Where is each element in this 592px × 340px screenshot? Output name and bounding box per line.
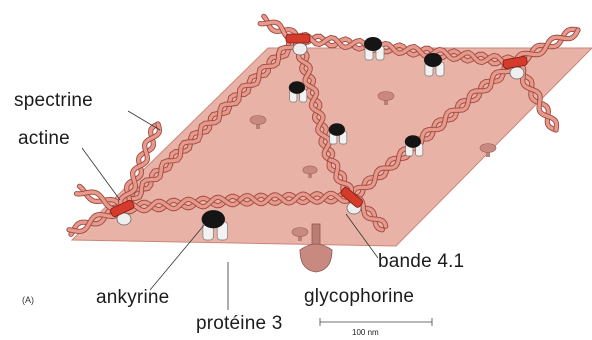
actin-filament xyxy=(286,34,310,43)
label-actine: actine xyxy=(18,129,70,148)
ankyrin-protein xyxy=(405,135,421,148)
ankyrin-protein xyxy=(202,210,225,228)
leader-spectrine xyxy=(128,111,160,130)
panel-letter: (A) xyxy=(22,296,34,305)
band-4-1 xyxy=(293,43,307,55)
label-ankyrine: ankyrine xyxy=(96,288,169,307)
ankyrin-protein xyxy=(329,123,345,136)
label-glycophorine: glycophorine xyxy=(304,287,414,306)
ankyrin-protein xyxy=(424,53,442,67)
label-proteine3: protéine 3 xyxy=(196,314,283,333)
ankyrin-protein xyxy=(364,37,382,51)
band-4-1 xyxy=(510,67,524,79)
scale-bar xyxy=(320,318,432,326)
label-bande41: bande 4.1 xyxy=(378,252,464,271)
ankyrin-protein xyxy=(289,81,305,94)
scale-bar-label: 100 nm xyxy=(352,329,379,337)
label-spectrine: spectrine xyxy=(14,91,93,110)
